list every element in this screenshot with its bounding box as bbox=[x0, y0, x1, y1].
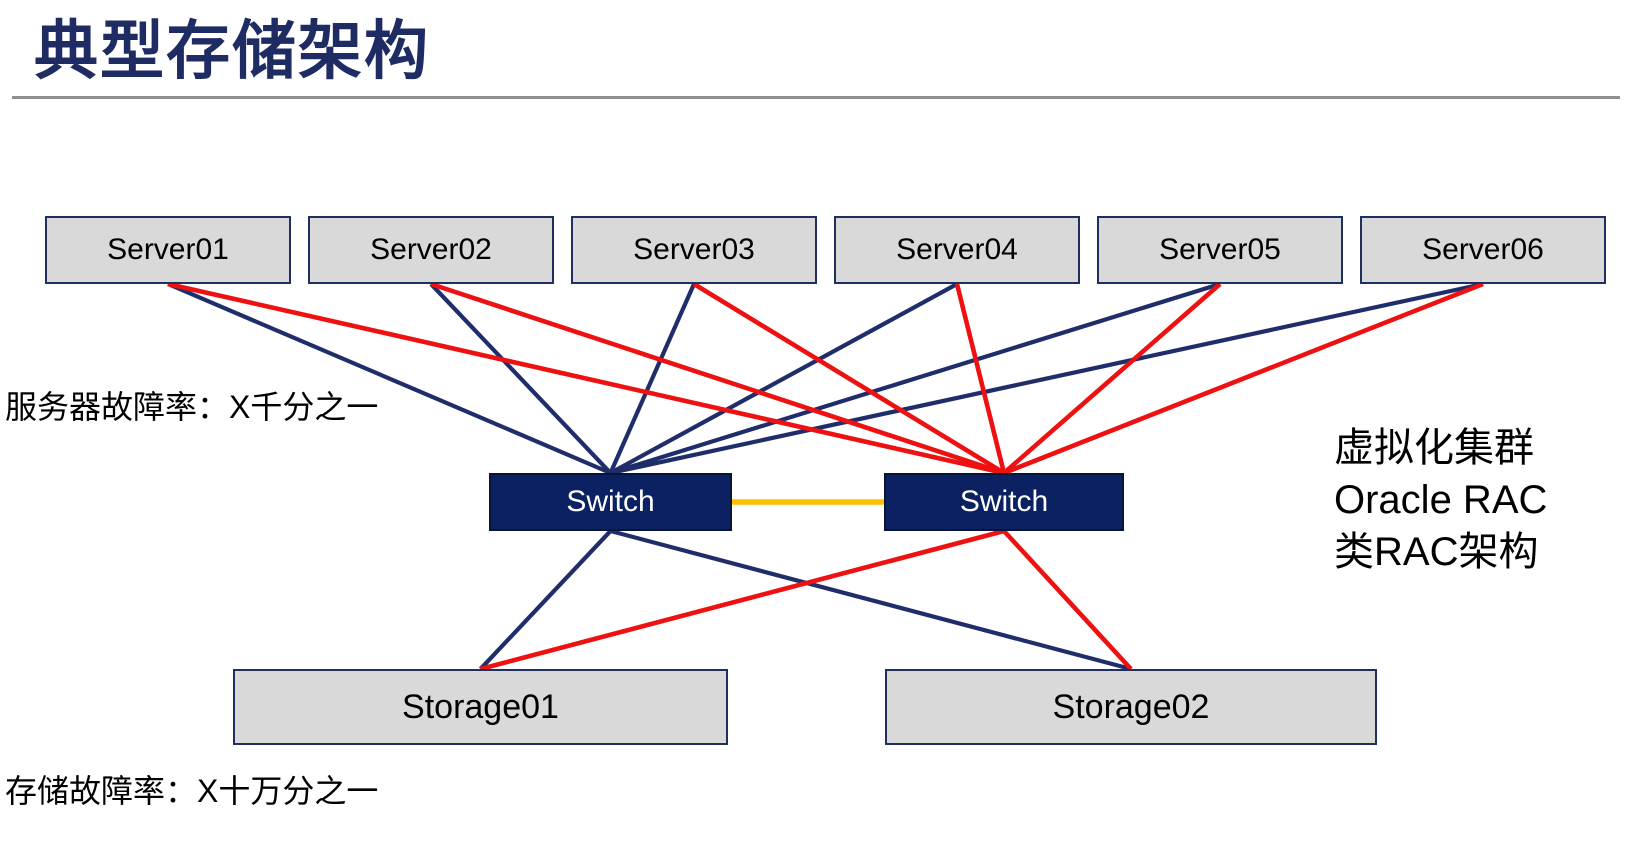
edge-server05-to-switch1 bbox=[609, 281, 1221, 476]
node-switch-right: Switch bbox=[884, 473, 1124, 531]
node-storage01: Storage01 bbox=[233, 669, 728, 745]
cluster-note-line-2: Oracle RAC bbox=[1334, 478, 1548, 522]
node-storage02: Storage02 bbox=[885, 669, 1377, 745]
edge-server02-to-switch1 bbox=[429, 282, 613, 475]
edge-server04-to-switch1 bbox=[609, 282, 959, 475]
node-server02: Server02 bbox=[308, 216, 554, 284]
edge-server01-to-switch2 bbox=[167, 281, 1005, 476]
node-server06: Server06 bbox=[1360, 216, 1606, 284]
cluster-architecture-note: 虚拟化集群 Oracle RAC 类RAC架构 bbox=[1334, 422, 1547, 578]
title-divider bbox=[12, 96, 1620, 99]
cluster-note-line-1: 虚拟化集群 bbox=[1334, 426, 1534, 470]
cluster-note-line-3: 类RAC架构 bbox=[1334, 530, 1539, 574]
edge-server05-to-switch2 bbox=[1002, 282, 1222, 475]
storage-failure-rate-note: 存储故障率：X十万分之一 bbox=[5, 773, 379, 809]
edge-server04-to-switch2 bbox=[954, 283, 1007, 474]
edge-server03-to-switch2 bbox=[692, 282, 1006, 475]
edge-server02-to-switch2 bbox=[430, 281, 1005, 476]
node-server03: Server03 bbox=[571, 216, 817, 284]
edge-server06-to-switch2 bbox=[1003, 281, 1484, 476]
edge-switch1-to-storage2 bbox=[609, 528, 1132, 672]
slide-title: 典型存储架构 bbox=[34, 15, 430, 87]
node-server05: Server05 bbox=[1097, 216, 1343, 284]
edge-server06-to-switch1 bbox=[610, 281, 1484, 476]
edge-switch2-to-storage1 bbox=[479, 528, 1005, 672]
node-server01: Server01 bbox=[45, 216, 291, 284]
server-failure-rate-note: 服务器故障率：X千分之一 bbox=[5, 389, 379, 425]
edge-switch1-to-storage1 bbox=[478, 529, 613, 671]
edge-switch2-to-storage2 bbox=[1002, 529, 1133, 671]
edge-server03-to-switch1 bbox=[608, 283, 696, 474]
edge-server01-to-switch1 bbox=[167, 282, 612, 475]
node-server04: Server04 bbox=[834, 216, 1080, 284]
node-switch-left: Switch bbox=[489, 473, 732, 531]
